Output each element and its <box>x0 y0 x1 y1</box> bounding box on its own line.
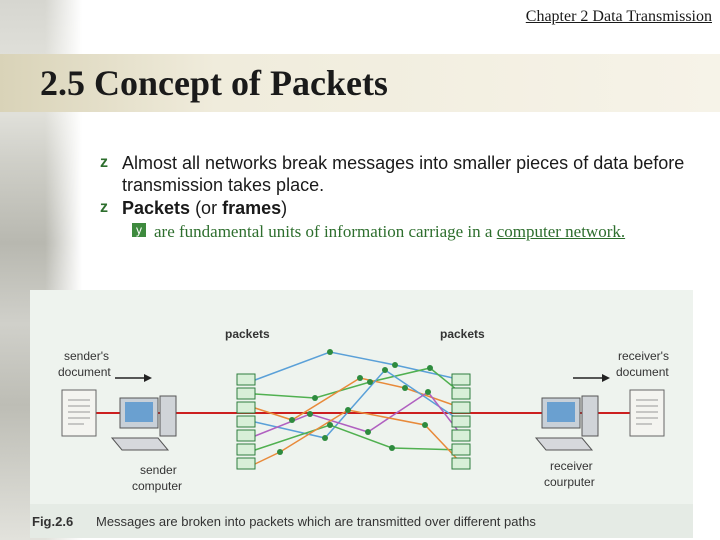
bullet-marker-icon: z <box>100 199 108 216</box>
bullet-text: ) <box>281 198 288 218</box>
sender-arrow-head-icon <box>144 374 152 382</box>
receiver-document-label: receiver's <box>618 349 669 363</box>
computer-network-link[interactable]: computer network. <box>496 222 626 241</box>
receiver-computer-label: receiver <box>550 459 593 473</box>
figure-caption-text: Messages are broken into packets which a… <box>96 514 536 529</box>
receiver-document-label: document <box>616 365 669 379</box>
chapter-header: Chapter 2 Data Transmission <box>525 8 712 25</box>
sub-bullet-item: y are fundamental units of information c… <box>132 220 700 243</box>
figure-number: Fig.2.6 <box>32 514 74 529</box>
sender-document-label: document <box>58 365 111 379</box>
sender-computer-label: computer <box>132 479 182 493</box>
bullet-marker-icon: z <box>100 154 108 171</box>
bold-term-frames: frames <box>222 198 282 218</box>
bold-term-packets: Packets <box>122 198 191 218</box>
sub-bullet-text: are fundamental units of information car… <box>154 222 497 241</box>
bullet-text: (or <box>190 198 223 218</box>
network-diagram: packets packets sender's document receiv… <box>58 327 669 493</box>
router-nodes <box>277 349 433 455</box>
packet-network-figure: packets packets sender's document receiv… <box>30 290 693 538</box>
receiver-computer-label: courputer <box>544 475 595 489</box>
sender-document-label: sender's <box>64 349 109 363</box>
packet-stack-right <box>451 373 471 470</box>
sub-bullet-marker-icon: y <box>132 223 146 237</box>
receiver-arrow-head-icon <box>602 374 610 382</box>
sender-computer-label: sender <box>140 463 177 477</box>
sender-document-icon <box>61 389 97 437</box>
packet-stack-left <box>236 373 256 470</box>
figure-caption: Fig.2.6 Messages are broken into packets… <box>30 504 693 538</box>
receiver-computer-icon <box>534 395 599 451</box>
bullet-item-1: z Almost all networks break messages int… <box>100 152 700 196</box>
packets-label-left: packets <box>225 327 270 341</box>
bullet-text: Almost all networks break messages into … <box>122 153 685 195</box>
slide-title: 2.5 Concept of Packets <box>40 63 388 103</box>
sender-computer-icon <box>110 395 177 451</box>
title-band <box>0 54 720 112</box>
packets-label-right: packets <box>440 327 485 341</box>
receiver-document-icon <box>629 389 665 437</box>
bullet-list: z Almost all networks break messages int… <box>100 152 700 243</box>
bullet-item-2: z Packets (or frames) <box>100 197 700 219</box>
